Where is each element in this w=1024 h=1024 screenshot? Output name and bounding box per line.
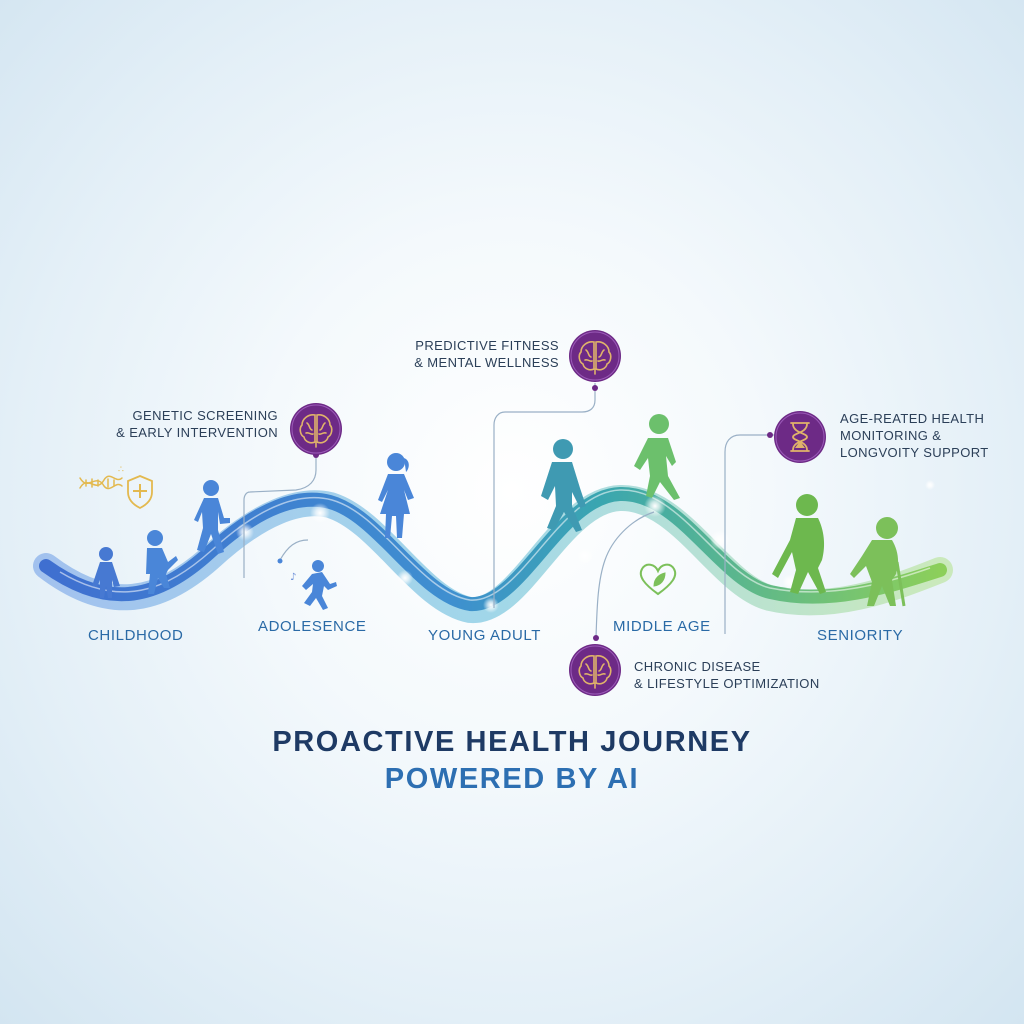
page-subtitle: POWERED BY AI bbox=[384, 763, 640, 795]
glow-point bbox=[236, 523, 254, 541]
child-figure bbox=[194, 480, 230, 554]
callout-line: PREDICTIVE FITNESS bbox=[415, 338, 559, 353]
stage-label-childhood: CHILDHOOD bbox=[88, 627, 184, 644]
glow-point bbox=[310, 503, 330, 523]
glow-point bbox=[710, 530, 730, 550]
brain-icon bbox=[290, 403, 342, 455]
page-title: PROACTIVE HEALTH JOURNEY bbox=[272, 726, 752, 758]
connector-dot bbox=[767, 432, 773, 438]
stage-label-young-adult: YOUNG ADULT bbox=[428, 627, 542, 644]
connector-line bbox=[724, 434, 780, 634]
glow-point bbox=[925, 480, 935, 490]
stage-label-middle-age: MIDDLE AGE bbox=[613, 618, 711, 635]
connector-line bbox=[595, 511, 655, 639]
connector-line bbox=[243, 453, 317, 578]
callout-predictive-fitness: PREDICTIVE FITNESS & MENTAL WELLNESS bbox=[406, 337, 559, 371]
svg-text:♪: ♪ bbox=[290, 572, 296, 583]
runner-figure: ♪ bbox=[290, 560, 337, 610]
dna-icon bbox=[79, 475, 123, 490]
senior-figure bbox=[772, 494, 826, 594]
shield-plus-icon: ∴ bbox=[118, 465, 153, 510]
connector-line bbox=[493, 383, 596, 608]
brain-icon bbox=[569, 644, 621, 696]
wave-highlight bbox=[59, 489, 931, 601]
callout-line: CHRONIC DISEASE bbox=[634, 659, 761, 674]
stage-label-adolescence: ADOLESENCE bbox=[258, 618, 367, 635]
young-adult-figure bbox=[541, 439, 586, 532]
callout-age-related-health: AGE-REATED HEALTH MONITORING & LONGVOITY… bbox=[840, 410, 989, 461]
life-wave bbox=[33, 485, 953, 624]
middle-age-figure bbox=[634, 414, 680, 500]
brain-icon bbox=[569, 330, 621, 382]
svg-text:∴: ∴ bbox=[118, 465, 124, 475]
callout-line: & EARLY INTERVENTION bbox=[116, 425, 278, 440]
heart-leaf-icon bbox=[639, 563, 677, 596]
callout-line: & MENTAL WELLNESS bbox=[414, 355, 559, 370]
connector-dot bbox=[592, 385, 598, 391]
glow-point bbox=[577, 548, 593, 564]
glow-point bbox=[397, 570, 413, 586]
connector-line bbox=[279, 539, 309, 561]
callout-line: AGE-REATED HEALTH bbox=[840, 411, 985, 426]
callout-line: GENETIC SCREENING bbox=[132, 408, 278, 423]
figures: ♪ bbox=[92, 414, 906, 610]
callout-genetic-screening: GENETIC SCREENING & EARLY INTERVENTION bbox=[116, 407, 278, 441]
stage-label-seniority: SENIORITY bbox=[817, 627, 904, 644]
senior-figure bbox=[850, 517, 906, 607]
child-figure bbox=[92, 547, 120, 598]
teen-figure bbox=[378, 453, 414, 538]
connector-dot bbox=[593, 635, 599, 641]
child-figure bbox=[146, 530, 178, 594]
connector-dot bbox=[277, 558, 283, 564]
hourglass-icon bbox=[774, 411, 826, 463]
glow-point bbox=[483, 597, 499, 613]
callout-line: & LIFESTYLE OPTIMIZATION bbox=[634, 676, 820, 691]
callout-chronic-disease: CHRONIC DISEASE & LIFESTYLE OPTIMIZATION bbox=[634, 658, 820, 692]
callout-line: LONGVOITY SUPPORT bbox=[840, 445, 989, 460]
connectors bbox=[243, 383, 780, 641]
callout-line: MONITORING & bbox=[840, 428, 942, 443]
glow-point bbox=[644, 495, 666, 517]
